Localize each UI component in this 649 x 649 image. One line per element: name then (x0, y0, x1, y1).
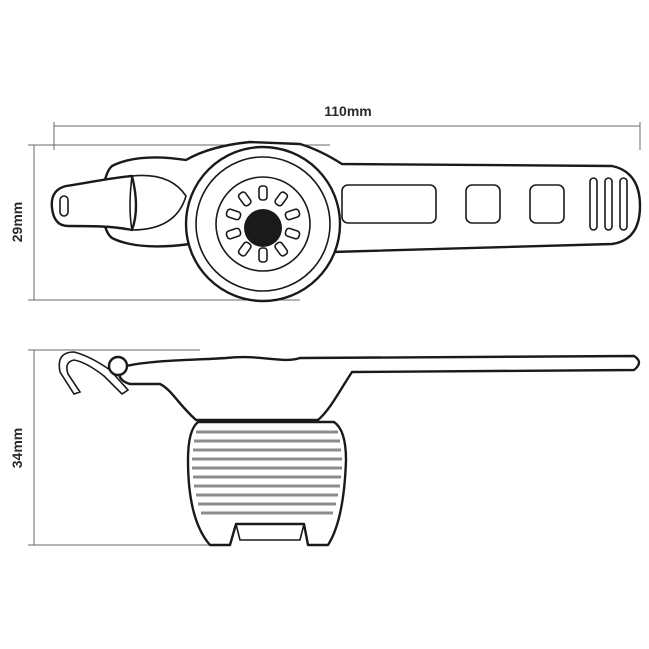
top-view-power-button (244, 209, 282, 247)
led-segment (237, 241, 252, 257)
side-height-dimension: 34mm (9, 349, 220, 546)
top-view-grip-rib (619, 177, 628, 231)
led-segment (225, 208, 242, 221)
led-segment (284, 227, 301, 240)
top-view-led-ring (225, 185, 301, 263)
top-height-label: 29mm (9, 202, 25, 242)
side-view-mount-slot (235, 523, 305, 541)
top-view-strap-slot-3 (529, 184, 565, 224)
top-view-nozzle-slot (59, 195, 69, 217)
top-view-strap-slot-2 (465, 184, 501, 224)
led-segment (237, 191, 252, 207)
top-view-nozzle-seam (129, 175, 133, 231)
led-segment (258, 247, 268, 263)
top-view-neck (131, 174, 187, 231)
led-segment (274, 191, 289, 207)
top-view-grip-rib (589, 177, 598, 231)
side-view-strap (117, 354, 641, 422)
side-height-label: 34mm (9, 428, 25, 468)
width-dimension: 110mm (53, 103, 641, 150)
top-view (50, 140, 642, 303)
led-segment (274, 241, 289, 257)
led-segment (258, 185, 268, 201)
top-view-lamp-bezel (195, 156, 331, 292)
side-view (58, 351, 641, 547)
width-label: 110mm (324, 103, 371, 119)
top-view-grip-rib (604, 177, 613, 231)
top-view-hook-nozzle (50, 174, 138, 232)
side-view-hook-pivot (107, 355, 129, 377)
side-view-ribs (192, 430, 342, 515)
top-view-strap (101, 140, 642, 254)
led-segment (225, 227, 242, 240)
top-view-strap-slot-1 (341, 184, 437, 224)
top-view-lamp-lens (215, 176, 311, 272)
led-segment (284, 208, 301, 221)
side-view-hook (58, 351, 130, 396)
